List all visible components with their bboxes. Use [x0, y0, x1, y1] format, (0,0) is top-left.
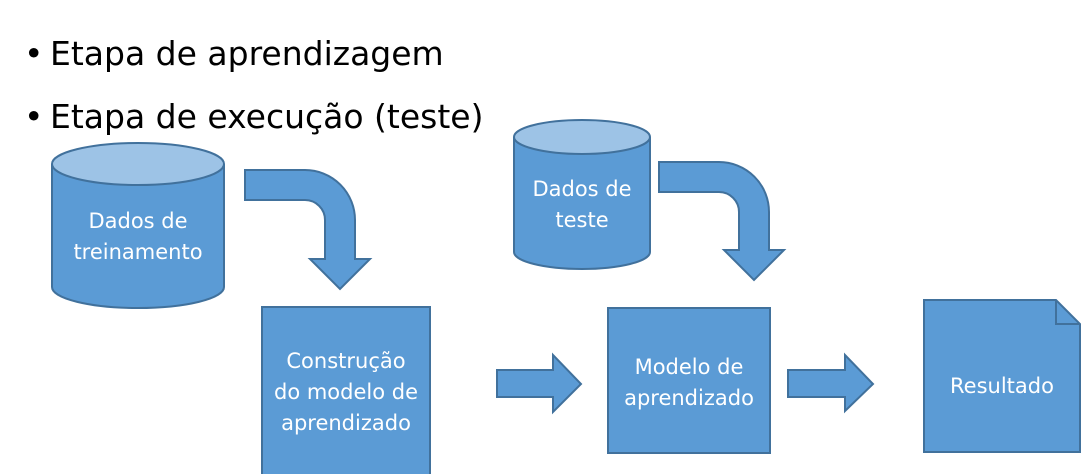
- bent-arrow-training: [244, 169, 373, 291]
- build-model-label: Construção do modelo de aprendizado: [273, 348, 419, 435]
- test-data-cylinder: [513, 119, 651, 270]
- bent-arrow-test: [658, 161, 787, 282]
- test-data-label: Dados de teste: [532, 177, 632, 232]
- result-document: [923, 299, 1081, 453]
- bullet-text: Etapa de aprendizagem: [50, 34, 444, 73]
- model-box: [607, 307, 771, 454]
- bullet-learning-stage: •Etapa de aprendizagem: [24, 22, 483, 85]
- build-model-box: [261, 306, 431, 474]
- bullet-dot: •: [24, 34, 44, 73]
- model-label: Modelo de aprendizado: [624, 355, 754, 410]
- bullet-list: •Etapa de aprendizagem •Etapa de execuçã…: [24, 22, 483, 148]
- arrow-to-result: [787, 352, 875, 414]
- bullet-dot: •: [24, 97, 44, 136]
- arrow-to-model: [496, 352, 583, 415]
- bullet-text: Etapa de execução (teste): [50, 97, 484, 136]
- result-label: Resultado: [950, 373, 1054, 398]
- training-data-label: Dados de treinamento: [73, 209, 203, 264]
- bullet-execution-stage: •Etapa de execução (teste): [24, 85, 483, 148]
- training-data-cylinder: [51, 142, 225, 309]
